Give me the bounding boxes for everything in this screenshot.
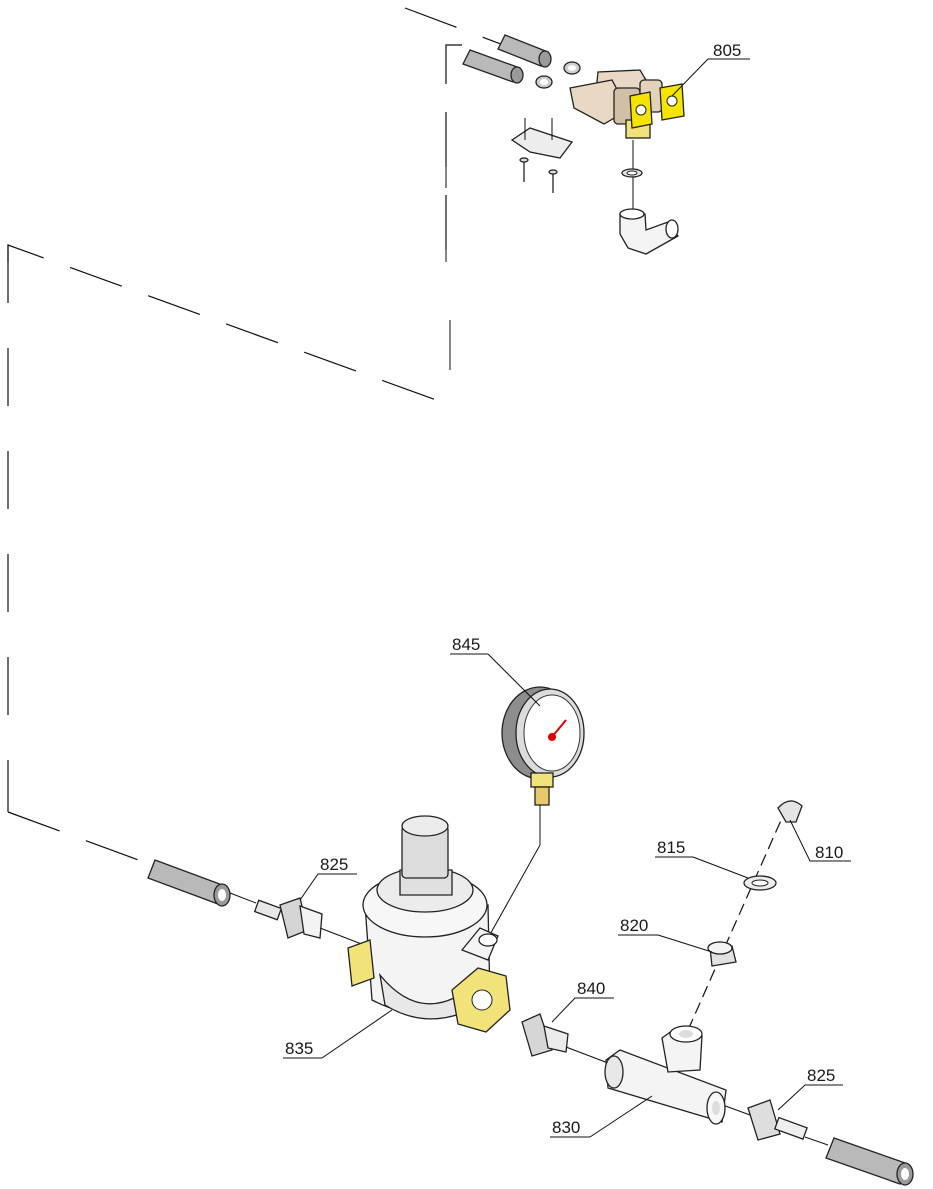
hose-clip-2 bbox=[535, 75, 553, 89]
hose-clip-1 bbox=[563, 61, 581, 75]
mounting-bracket bbox=[510, 118, 574, 159]
valve-washer bbox=[621, 168, 643, 178]
reducer-outlet-nut bbox=[451, 967, 511, 1033]
pressure-gauge bbox=[501, 686, 585, 806]
routing-dashed-lines bbox=[7, 7, 829, 1146]
reducer-bushing bbox=[707, 941, 737, 967]
gauge-needle bbox=[548, 719, 567, 741]
valve-coil-yellow-2 bbox=[659, 83, 685, 121]
top-pipe-1 bbox=[497, 34, 552, 68]
screw-2 bbox=[548, 169, 558, 193]
callout-810: 810 bbox=[815, 843, 843, 862]
outlet-pipe bbox=[825, 1137, 914, 1186]
threaded-nipple bbox=[521, 1013, 569, 1057]
callout-825-right: 825 bbox=[807, 1066, 835, 1085]
callout-820: 820 bbox=[620, 916, 648, 935]
leader-lines bbox=[283, 58, 851, 1138]
elbow-fitting bbox=[619, 208, 679, 255]
valve-coil-yellow-1 bbox=[629, 91, 653, 129]
callout-835: 835 bbox=[285, 1039, 313, 1058]
callout-805: 805 bbox=[713, 41, 741, 60]
callout-815: 815 bbox=[657, 838, 685, 857]
pressure-reducer bbox=[347, 815, 511, 1033]
callout-830: 830 bbox=[552, 1118, 580, 1137]
hose-fitting-left bbox=[253, 897, 323, 939]
hose-fitting-right bbox=[747, 1099, 808, 1141]
cap-plug bbox=[777, 800, 803, 823]
screw-1 bbox=[519, 157, 529, 182]
callout-840: 840 bbox=[577, 979, 605, 998]
inlet-pipe bbox=[147, 859, 231, 907]
gauge-port bbox=[460, 927, 499, 961]
tee-fitting bbox=[604, 1025, 727, 1125]
flat-washer bbox=[743, 875, 777, 891]
reducer-inlet-nut bbox=[347, 939, 375, 987]
callout-825-left: 825 bbox=[320, 855, 348, 874]
callout-845: 845 bbox=[452, 635, 480, 654]
top-pipe-2 bbox=[462, 49, 524, 84]
solenoid-valve-assembly bbox=[462, 34, 685, 255]
